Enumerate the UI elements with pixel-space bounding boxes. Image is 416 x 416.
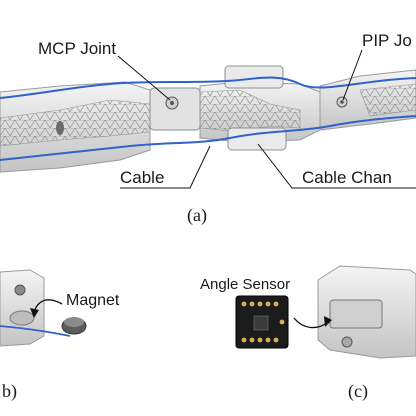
cable-label: Cable (120, 168, 164, 187)
angle-sensor-label: Angle Sensor (200, 276, 290, 293)
pip-joint-label: PIP Jo (362, 31, 412, 50)
housing-screw (341, 336, 353, 348)
mcp-joint-label: MCP Joint (38, 39, 116, 58)
mcp-joint-block (149, 87, 201, 131)
middle-mesh (199, 89, 301, 133)
magnet-holder-part (0, 269, 45, 347)
cable-channel-leader (257, 143, 416, 189)
cable-channel-sleeve-top (224, 65, 284, 89)
caption-b: b) (2, 381, 17, 402)
pip-joint-pin-center (340, 100, 344, 104)
magnet-cable (0, 325, 71, 337)
holder-hole (14, 284, 26, 296)
magnet-slot (9, 310, 35, 326)
panel-b-magnet-assembly (0, 269, 87, 347)
magnet-arrow-head (30, 308, 39, 318)
proximal-screw (56, 121, 64, 135)
distal-mesh (359, 83, 416, 117)
sensor-arrow-head (324, 316, 332, 327)
angle-sensor-pads (241, 301, 285, 343)
cable-channel-label: Cable Chan (302, 168, 392, 187)
cable-lower (0, 115, 416, 161)
magnet-disc-top (64, 317, 84, 327)
pip-joint-leader (342, 49, 363, 101)
panel-a-finger-assembly (0, 49, 416, 189)
sensor-slot (329, 299, 383, 329)
mcp-joint-leader (117, 55, 171, 101)
proximal-mesh (0, 99, 151, 147)
magnet-label: Magnet (66, 292, 120, 309)
caption-a: (a) (187, 205, 207, 226)
panel-c-angle-sensor-assembly (235, 265, 416, 359)
caption-c: (c) (348, 381, 368, 402)
angle-sensor-chip (253, 315, 269, 331)
cable-upper (0, 76, 416, 99)
cable-leader (120, 145, 211, 189)
mcp-joint-pin-center (170, 101, 174, 105)
